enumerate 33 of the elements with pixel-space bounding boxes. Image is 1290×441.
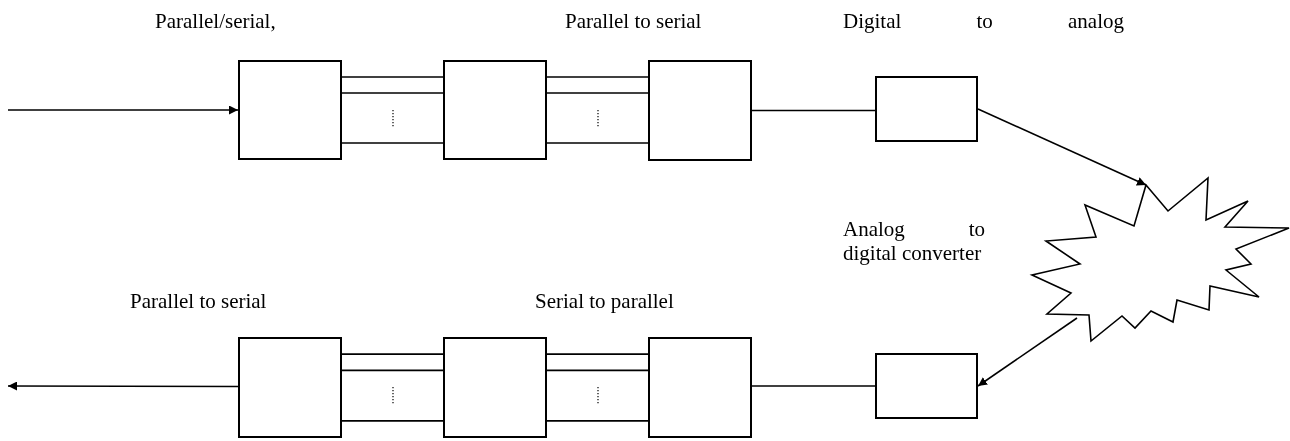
block-box bbox=[648, 337, 752, 438]
connector-line bbox=[546, 76, 649, 78]
block-box bbox=[648, 60, 752, 161]
block-label: Parallel to serial bbox=[130, 289, 267, 313]
arrow bbox=[7, 381, 239, 391]
connector-line bbox=[751, 385, 876, 387]
arrow bbox=[7, 105, 239, 115]
block-box bbox=[238, 60, 342, 160]
connector-line bbox=[751, 109, 876, 112]
block-label: Analog to digital converter bbox=[843, 217, 985, 265]
block-label: Parallel to serial bbox=[565, 9, 702, 33]
connector-line bbox=[341, 369, 444, 372]
connector-line bbox=[341, 76, 444, 78]
connector-line bbox=[546, 142, 649, 144]
block-box bbox=[443, 60, 547, 160]
connector-line bbox=[546, 92, 649, 94]
connector-line bbox=[546, 353, 649, 355]
connector-line bbox=[341, 92, 444, 94]
block-box bbox=[238, 337, 342, 438]
block-box bbox=[875, 76, 978, 142]
connector-line bbox=[341, 420, 444, 422]
connector-line bbox=[546, 420, 649, 422]
arrow bbox=[977, 317, 1078, 387]
connector-line bbox=[341, 142, 444, 144]
arrow bbox=[977, 108, 1147, 186]
connector-line bbox=[546, 369, 649, 372]
block-label: Parallel/serial, bbox=[155, 9, 276, 33]
block-box bbox=[443, 337, 547, 438]
connector-line bbox=[341, 353, 444, 355]
channel-starburst bbox=[1032, 178, 1290, 342]
block-label: Serial to parallel bbox=[535, 289, 674, 313]
block-label: Digital to analog bbox=[843, 9, 1124, 33]
block-box bbox=[875, 353, 978, 419]
